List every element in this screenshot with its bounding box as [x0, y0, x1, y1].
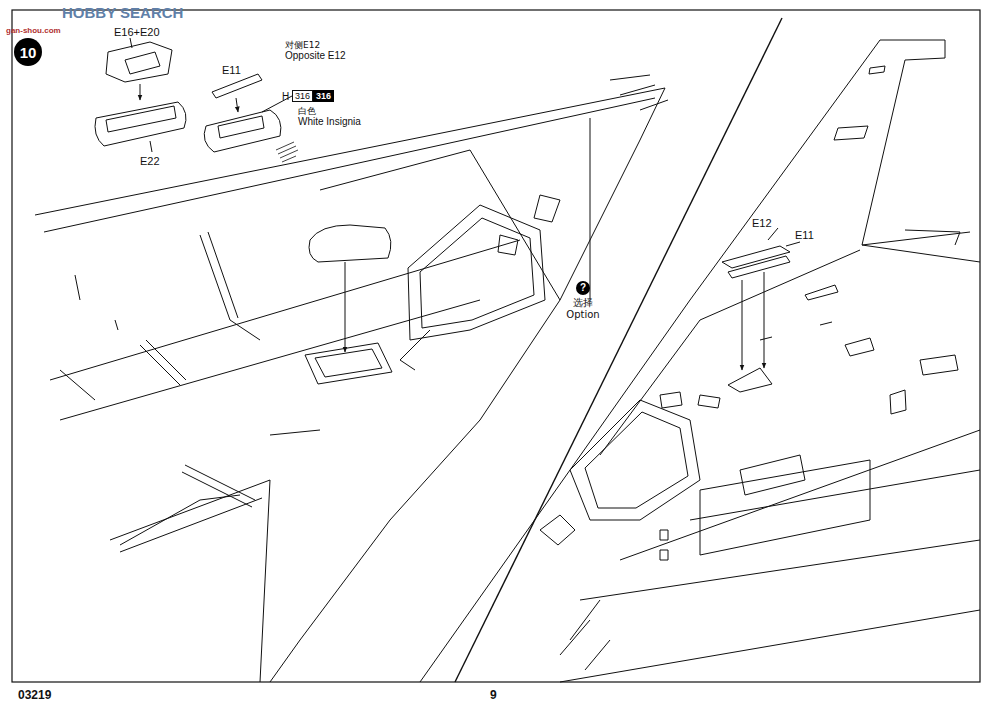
watermark: HOBBY SEARCH [62, 4, 183, 21]
part-number: E11 [222, 64, 241, 76]
color-name: White Insignia [298, 116, 361, 127]
watermark: gan-shou.com [6, 26, 61, 35]
part-number: E22 [140, 155, 160, 167]
part-number: E16+E20 [114, 26, 160, 38]
step-number: 10 [14, 38, 42, 66]
option-marker: ? 选择 Option [556, 281, 610, 320]
paint-code: H [282, 91, 289, 102]
paint-code: 316 [292, 90, 313, 102]
kit-number: 03219 [18, 688, 51, 702]
page-number: 9 [490, 688, 497, 702]
step-number-text: 10 [20, 44, 37, 61]
paint-code: 316 [313, 90, 334, 102]
part-number: E11 [795, 229, 814, 241]
option-label: 选择 Option [562, 297, 604, 320]
option-symbol: ? [576, 281, 590, 295]
part-note: Opposite E12 [285, 50, 346, 61]
part-number: E12 [752, 217, 772, 229]
